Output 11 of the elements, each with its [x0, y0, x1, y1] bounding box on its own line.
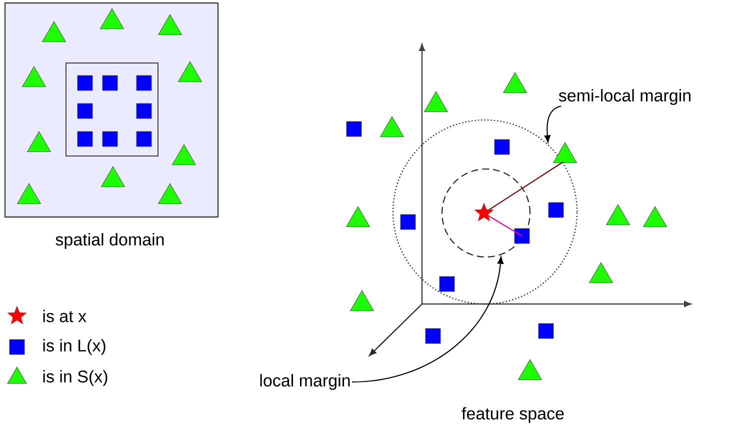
caption-label: spatial domain — [56, 233, 164, 249]
legend-label: is at x — [43, 310, 86, 322]
semi-local-circle — [392, 119, 578, 305]
legend-label: is in S(x) — [43, 370, 108, 386]
local-circle — [441, 168, 531, 258]
legend-label: is in L(x) — [43, 339, 106, 355]
leader-line — [544, 106, 562, 143]
callout-label: local margin — [260, 374, 350, 390]
callout-label: semi-local margin — [558, 89, 690, 105]
caption-label: feature space — [462, 407, 564, 423]
leader-line — [352, 256, 504, 383]
